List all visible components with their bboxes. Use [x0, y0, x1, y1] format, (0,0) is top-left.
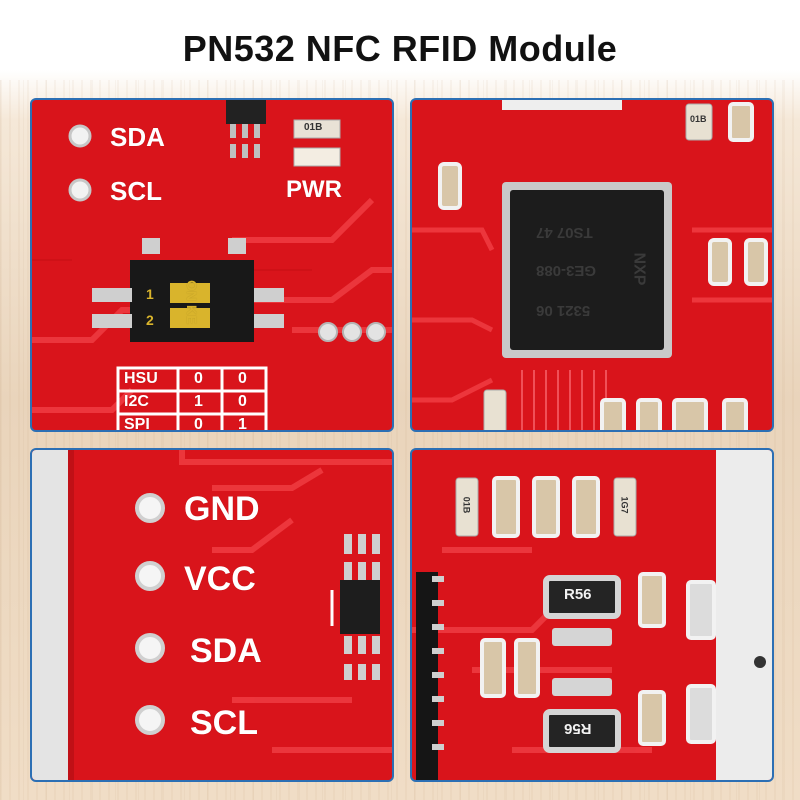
pcb-top-left-art	[32, 100, 392, 430]
chip-text-line: GE3-088	[536, 262, 597, 279]
pin-label-scl: SCL	[110, 176, 162, 206]
small-code: 1G7	[619, 496, 630, 514]
table-cell: SPI	[124, 416, 150, 432]
pcb-bottom-right-art	[412, 450, 772, 780]
led-code: 01B	[304, 122, 323, 133]
pin-hole-icon	[68, 178, 92, 202]
chip-text-line: TS07 47	[536, 224, 593, 241]
resistor-code: R56	[564, 586, 592, 603]
table-cell: I2C	[124, 393, 149, 410]
pwr-label: PWR	[286, 176, 342, 203]
table-cell: 1	[194, 393, 203, 410]
resistor-code: 01B	[690, 114, 707, 124]
pcb-top-right-art	[412, 100, 772, 430]
panel-bottom-left: GND VCC SDA SCL	[30, 448, 394, 782]
panel-top-right: NXP 5321 06 TS07 47 GE3-088 01B	[410, 98, 774, 432]
page-title: PN532 NFC RFID Module	[182, 28, 618, 69]
table-cell: 1	[238, 416, 247, 432]
nfc-chip-icon	[510, 190, 664, 350]
table-cell: 0	[238, 370, 247, 387]
switch-text: ON KE	[184, 280, 200, 325]
small-code: 01B	[461, 496, 472, 514]
switch-number-2: 2	[146, 312, 154, 328]
table-cell: HSU	[124, 370, 158, 387]
chip-text-brand: NXP	[630, 252, 648, 286]
pcb-bottom-left-art	[32, 450, 392, 780]
pin-hole-icon	[68, 124, 92, 148]
chip-text-line: 5321 06	[536, 302, 591, 319]
panel-bottom-right: R56 R56 01B 1G7	[410, 448, 774, 782]
panel-top-left: SDA SCL PWR 01B ON KE 1 2 HSU 0 0 I2C 1 …	[30, 98, 394, 432]
pin-label-sda: SDA	[110, 122, 165, 152]
ic-chip-icon	[226, 100, 266, 124]
table-cell: 0	[238, 393, 247, 410]
table-cell: 0	[194, 370, 203, 387]
switch-number-1: 1	[146, 286, 154, 302]
resistor-code: R56	[564, 720, 592, 737]
pin-label-gnd: GND	[184, 490, 260, 528]
ic-chip-icon	[340, 580, 380, 634]
pin-label-vcc: VCC	[184, 560, 256, 598]
table-cell: 0	[194, 416, 203, 432]
pin-label-sda: SDA	[190, 632, 262, 670]
pin-label-scl: SCL	[190, 704, 258, 742]
